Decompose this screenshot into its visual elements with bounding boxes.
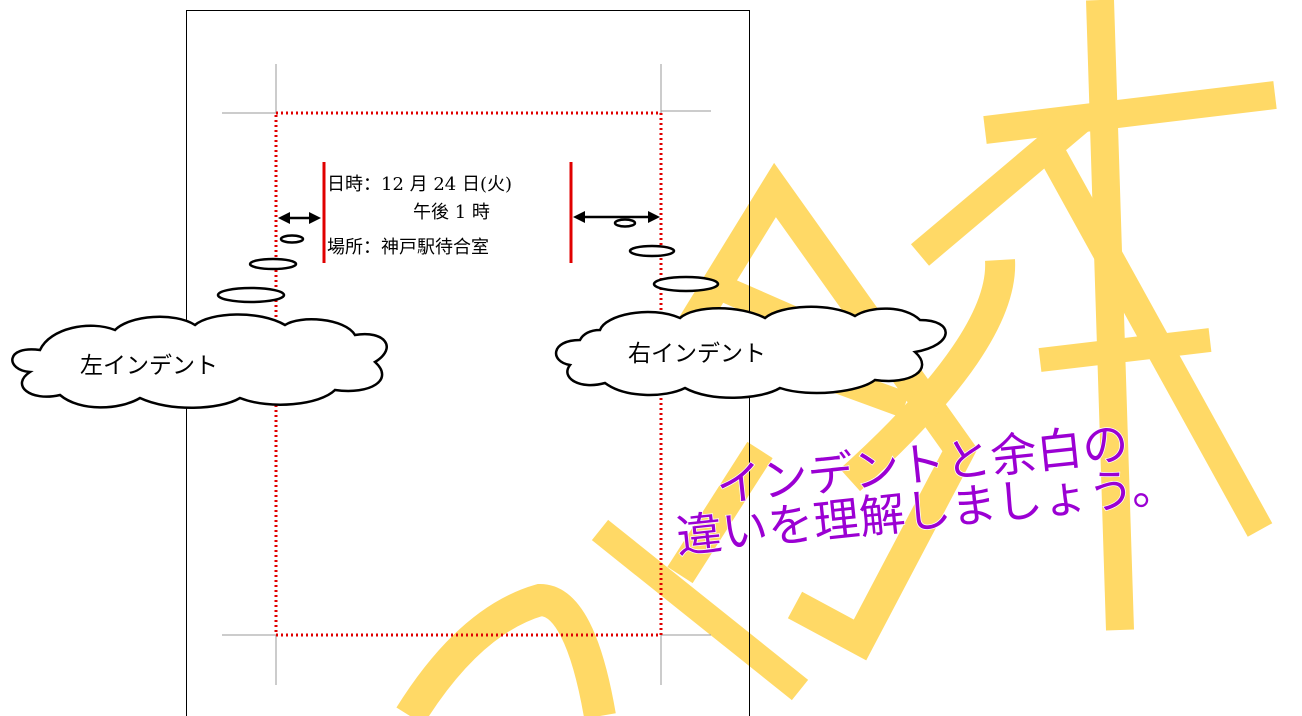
schedule-place-line: 場所：神戸駅待合室 — [327, 237, 489, 258]
watermark-stroke — [591, 519, 809, 701]
trail-bubble — [652, 275, 720, 293]
schedule-date-line: 日時：12 月 24 日(火) — [327, 174, 512, 195]
watermark-stroke — [1038, 328, 1212, 372]
watermark-stroke — [983, 81, 1277, 144]
trail-bubble — [216, 286, 286, 304]
trail-bubble — [279, 234, 305, 244]
trail-bubble — [613, 218, 637, 228]
watermark — [396, 0, 1277, 716]
watermark-stroke — [839, 259, 1016, 492]
left-cloud — [11, 313, 388, 409]
trail-bubble — [628, 244, 676, 258]
left-bubble-trail — [216, 234, 305, 304]
right-bubble-trail — [613, 218, 720, 293]
schedule-time-line: 午後 1 時 — [413, 202, 490, 223]
watermark-stroke — [667, 441, 773, 584]
trail-bubble — [248, 257, 298, 271]
right-cloud — [554, 305, 947, 399]
watermark-stroke — [396, 583, 616, 716]
right-indent-arrow — [573, 211, 660, 223]
left-indent-arrow — [278, 212, 321, 224]
left-indent-label: 左インデント — [80, 353, 218, 379]
watermark-stroke — [642, 162, 978, 661]
watermark-stroke — [1086, 0, 1134, 631]
watermark-stroke — [910, 109, 1090, 266]
right-indent-label: 右インデント — [628, 341, 766, 367]
crop-marks — [222, 64, 711, 685]
